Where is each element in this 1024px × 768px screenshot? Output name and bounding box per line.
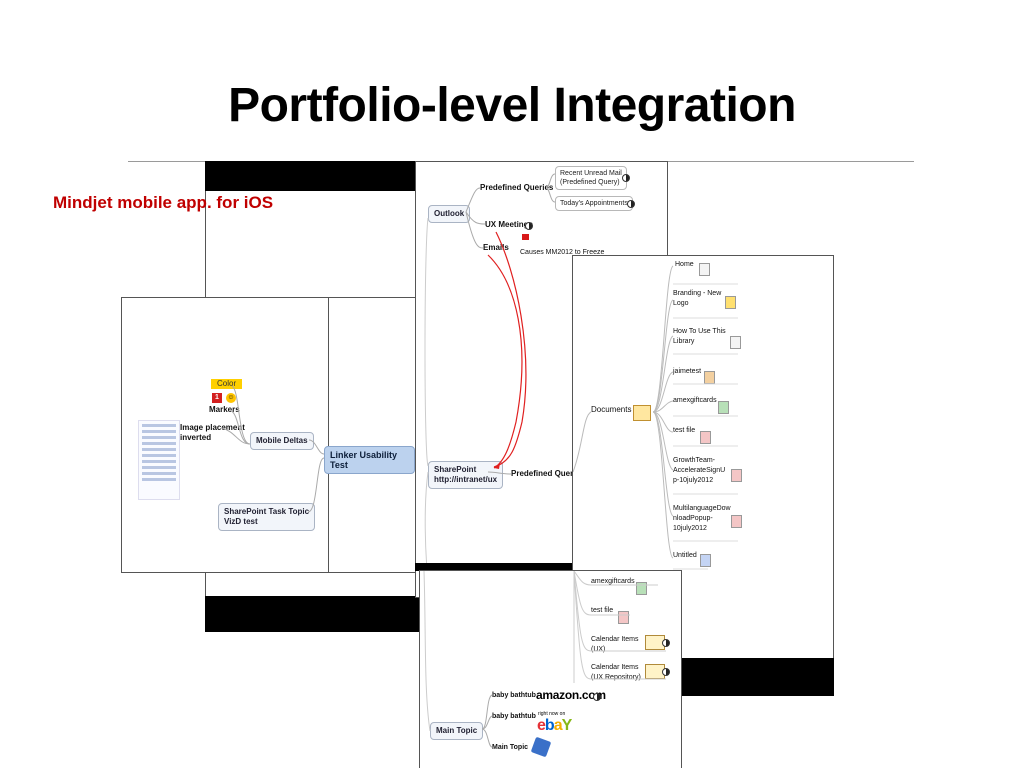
test-file-node[interactable]: test file: [591, 607, 614, 614]
ux-meetings-node[interactable]: UX Meetings: [485, 220, 534, 229]
image-placement-node[interactable]: Image placement inverted: [180, 423, 245, 442]
documents-bottom-bar: [682, 657, 834, 696]
image-thumbnail: [138, 420, 180, 500]
outlook-node[interactable]: Outlook: [428, 205, 471, 223]
pdf-icon: [700, 431, 711, 444]
doc-item-jaimetest[interactable]: jaimetest: [673, 368, 702, 375]
doc-item-test-file[interactable]: test file: [673, 427, 696, 434]
slide-title: Portfolio-level Integration: [228, 79, 796, 132]
doc-item-untitled[interactable]: Untitled: [673, 552, 697, 559]
half-circle-icon: [622, 174, 630, 182]
branding-file-icon: [725, 296, 736, 309]
doc-item-growthteam[interactable]: GrowthTeam- AccelerateSignU p-10july2012: [673, 457, 726, 484]
ebay-e: e: [537, 717, 546, 734]
ebay-a: a: [553, 717, 563, 734]
bottom-map-panel: amexgiftcards test file Calendar Items (…: [419, 570, 682, 768]
causes-freeze-node[interactable]: Causes MM2012 to Freeze: [520, 249, 605, 256]
word-doc-icon: [700, 554, 711, 567]
ebay-caption: right now on: [538, 711, 566, 717]
emails-node[interactable]: Emails: [483, 243, 509, 252]
recent-unread-node[interactable]: Recent Unread Mail (Predefined Query): [555, 166, 627, 190]
baby-bathtub-node[interactable]: baby bathtub: [492, 692, 536, 699]
spreadsheet-icon: [636, 582, 647, 595]
subtitle: Mindjet mobile app. for iOS: [53, 193, 274, 212]
sharepoint-node[interactable]: SharePoint http://intranet/ux: [428, 461, 504, 489]
main-topic-node[interactable]: Main Topic: [430, 722, 484, 740]
documents-folder-icon: [633, 405, 651, 421]
pdf-icon: [731, 515, 742, 528]
document-icon: [730, 336, 741, 349]
half-circle-icon: [627, 200, 635, 208]
ebay-b: b: [544, 717, 555, 734]
sharepoint-task-node[interactable]: SharePoint Task Topic VizD test: [218, 503, 316, 531]
calendar-ux-repo-node[interactable]: Calendar Items (UX Repository): [591, 664, 641, 681]
half-circle-icon: [662, 639, 670, 647]
half-circle-icon: [525, 222, 533, 230]
half-circle-icon: [593, 693, 601, 701]
central-topic-node[interactable]: Linker Usability Test: [324, 446, 415, 474]
ebay-y: Y: [561, 717, 573, 734]
calendar-ux-node[interactable]: Calendar Items (UX): [591, 636, 639, 653]
left-screen-top-bar: [205, 161, 415, 191]
documents-node[interactable]: Documents: [591, 405, 632, 414]
pdf-icon: [731, 469, 742, 482]
marker-badge-icon: 1: [212, 393, 222, 403]
doc-item-branding[interactable]: Branding - New Logo: [673, 290, 722, 307]
ebay-logo-icon: ebaY: [537, 717, 573, 735]
smiley-icon: ☺: [226, 393, 236, 403]
pdf-icon: [618, 611, 629, 624]
doc-item-multilanguage[interactable]: MultilanguageDow nloadPopup- 10july2012: [673, 505, 731, 532]
amazon-logo-icon: amazon.com: [536, 688, 606, 702]
predefined-queries-sharepoint-node[interactable]: Predefined Queries: [511, 469, 585, 478]
amexgiftcards-node[interactable]: amexgiftcards: [591, 578, 635, 585]
doc-item-amexgiftcards[interactable]: amexgiftcards: [673, 397, 717, 404]
spreadsheet-icon: [718, 401, 729, 414]
main-topic-subnode[interactable]: Main Topic: [492, 744, 529, 751]
mobile-deltas-node[interactable]: Mobile Deltas: [250, 432, 314, 450]
left-screen-bottom-bar: [205, 596, 419, 632]
color-tag[interactable]: Color: [211, 379, 243, 389]
doc-item-home[interactable]: Home: [675, 261, 694, 268]
red-flag-icon: [522, 234, 529, 240]
predefined-queries-node[interactable]: Predefined Queries: [480, 183, 554, 192]
half-circle-icon: [662, 668, 670, 676]
doc-item-how-to[interactable]: How To Use This Library: [673, 328, 726, 345]
puzzle-icon: [530, 736, 552, 758]
markers-node[interactable]: Markers: [209, 405, 240, 414]
todays-appointments-node[interactable]: Today's Appointments: [555, 196, 633, 211]
baby-bathtub-node[interactable]: baby bathtub: [492, 713, 536, 720]
document-icon: [699, 263, 710, 276]
bottom-panel-top-bar: [415, 563, 572, 571]
image-file-icon: [704, 371, 715, 384]
